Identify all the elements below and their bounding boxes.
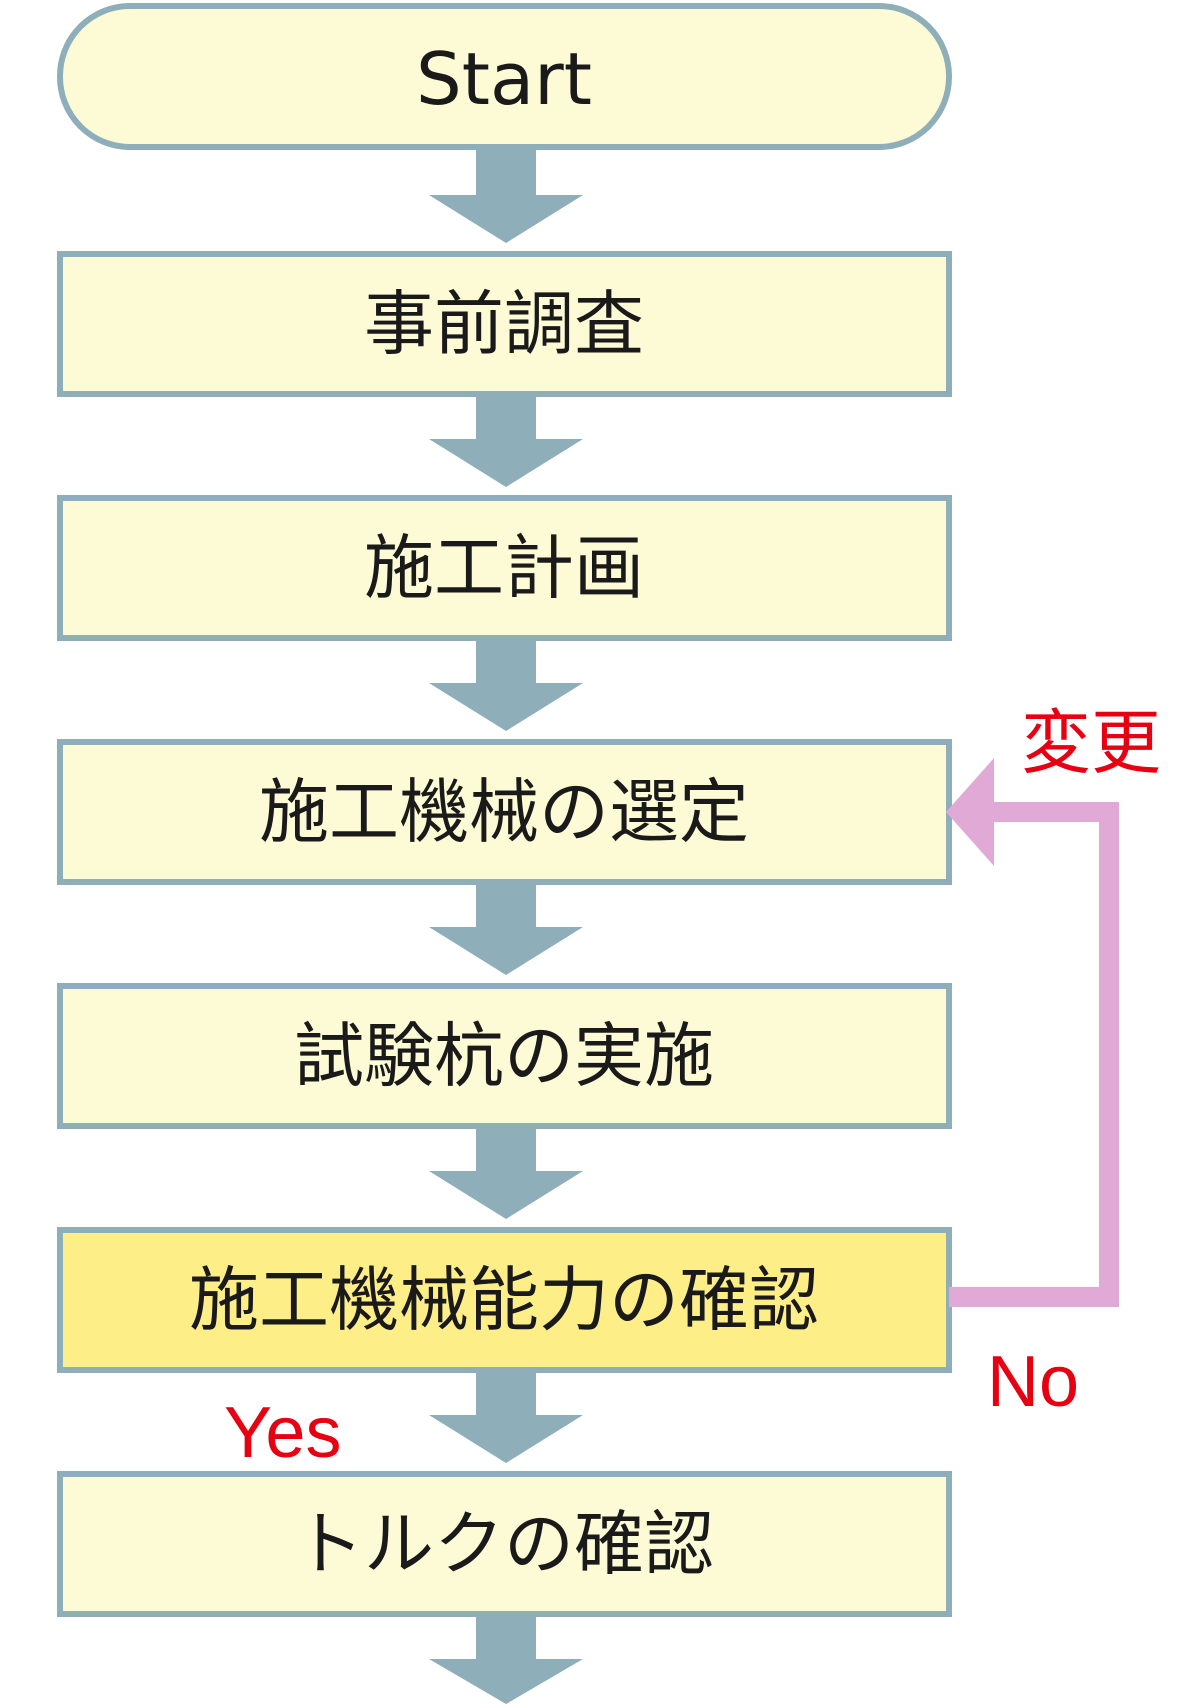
step-box [57,1471,952,1617]
step-node: 施工機械の選定 [57,739,952,885]
step-node: 施工計画 [57,495,952,641]
step-node: 試験杭の実施 [57,983,952,1129]
start-node: Start [57,3,952,150]
feedback-arrowhead [946,758,994,866]
down-arrow [429,882,583,975]
feedback-line [949,802,1119,1307]
down-arrow [429,1614,583,1704]
step-label: トルクの確認 [294,1503,714,1585]
decision-box [57,1227,952,1373]
change-label: 変更 [1021,704,1161,782]
flow-arrows [429,150,583,1704]
yes-label: Yes [224,1393,341,1473]
down-arrow [429,394,583,487]
step-label: 事前調査 [364,283,644,365]
start-label: Start [416,37,592,121]
step-node: トルクの確認 [57,1471,952,1617]
step-box [57,251,952,397]
feedback-loop [946,758,1119,1307]
down-arrow [429,150,583,243]
step-box [57,495,952,641]
decision-label: 施工機械能力の確認 [189,1259,819,1341]
step-label: 試験杭の実施 [294,1015,714,1097]
down-arrow [429,1126,583,1219]
decision-node: 施工機械能力の確認 [57,1227,952,1373]
down-arrow [429,638,583,731]
down-arrow [429,1370,583,1463]
step-label: 施工計画 [364,527,644,609]
step-node: 事前調査 [57,251,952,397]
start-terminal [57,3,952,150]
step-box [57,983,952,1129]
step-label: 施工機械の選定 [259,771,749,853]
no-label: No [987,1342,1079,1422]
